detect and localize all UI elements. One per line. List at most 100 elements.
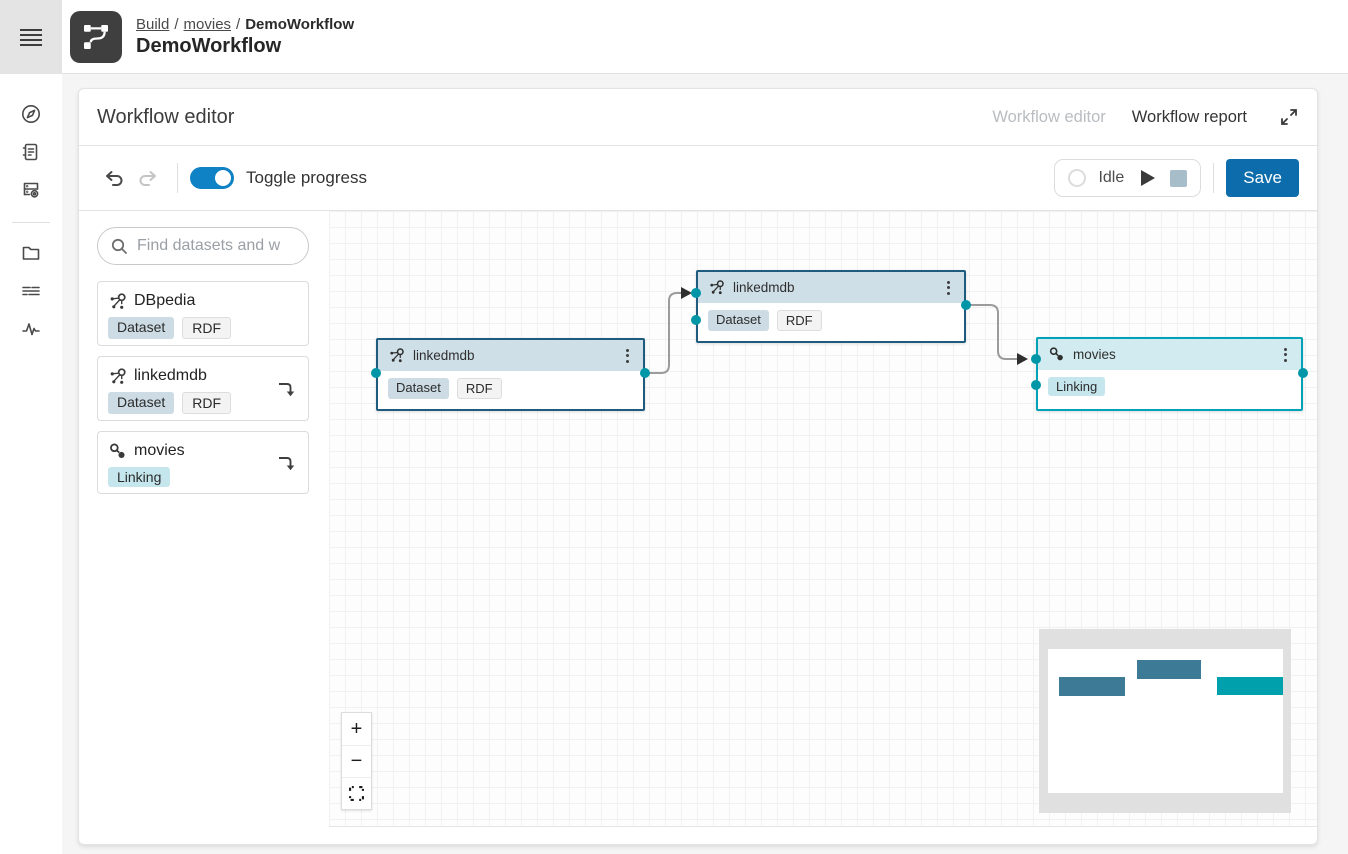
tag-linking: Linking: [1048, 377, 1105, 396]
insert-arrow-icon: [274, 378, 296, 400]
status-idle-icon: [1068, 169, 1086, 187]
redo-icon: [136, 166, 160, 190]
tab-workflow-report[interactable]: Workflow report: [1132, 108, 1247, 127]
breadcrumb-link-movies[interactable]: movies: [184, 16, 232, 33]
library-item-dbpedia[interactable]: DBpedia Dataset RDF: [97, 281, 309, 346]
input-port[interactable]: [1031, 380, 1041, 390]
minus-icon: −: [351, 750, 363, 773]
node-menu-button[interactable]: [622, 345, 633, 367]
workflow-body: DBpedia Dataset RDF: [79, 211, 1317, 844]
output-port[interactable]: [1298, 368, 1308, 378]
node-title: movies: [1073, 347, 1116, 362]
edge-arrowhead: [1017, 353, 1028, 365]
breadcrumb-separator: /: [236, 16, 240, 33]
task-library-panel: DBpedia Dataset RDF: [79, 211, 329, 844]
rail-item-activities[interactable]: [13, 311, 49, 347]
rail-item-projects[interactable]: [13, 235, 49, 271]
play-icon: [1136, 167, 1158, 189]
minimap-node: [1217, 677, 1283, 695]
menu-button[interactable]: [0, 0, 62, 74]
breadcrumb: Build/movies/DemoWorkflow: [136, 16, 354, 33]
node-header: movies: [1038, 339, 1301, 370]
hamburger-icon: [20, 29, 42, 46]
toolbar-right: Idle Save: [1054, 159, 1299, 197]
input-port[interactable]: [691, 288, 701, 298]
minimap-node: [1059, 677, 1125, 696]
library-item-title: DBpedia: [134, 292, 195, 310]
expand-fullscreen-button[interactable]: [1279, 107, 1299, 127]
input-port[interactable]: [691, 315, 701, 325]
task-list: DBpedia Dataset RDF: [97, 281, 311, 494]
node-title: linkedmdb: [733, 280, 795, 295]
compass-icon: [20, 103, 42, 125]
toggle-knob: [215, 170, 231, 186]
input-port[interactable]: [1031, 354, 1041, 364]
toggle-progress-switch[interactable]: [190, 167, 234, 189]
status-label: Idle: [1098, 169, 1124, 187]
output-port[interactable]: [961, 300, 971, 310]
dataset-icon: [108, 292, 127, 311]
linking-icon: [1048, 346, 1065, 363]
node-linkedmdb-1[interactable]: linkedmdb Dataset RDF: [376, 338, 645, 411]
database-view-icon: [20, 179, 42, 201]
search-icon: [110, 237, 129, 256]
jump-to-node-button[interactable]: [274, 378, 296, 400]
library-item-linkedmdb[interactable]: linkedmdb Dataset RDF: [97, 356, 309, 421]
zoom-in-button[interactable]: +: [342, 713, 371, 745]
card-header: Workflow editor Workflow editor Workflow…: [79, 89, 1317, 146]
node-menu-button[interactable]: [943, 277, 954, 299]
page-title: DemoWorkflow: [136, 35, 354, 58]
tab-workflow-editor[interactable]: Workflow editor: [992, 108, 1105, 127]
tag-rdf: RDF: [777, 310, 822, 331]
toolbar-divider: [177, 163, 178, 193]
rail-item-datasets[interactable]: [13, 172, 49, 208]
zoom-out-button[interactable]: −: [342, 745, 371, 777]
top-header: Build/movies/DemoWorkflow DemoWorkflow: [62, 0, 1348, 74]
tag-dataset: Dataset: [388, 378, 449, 399]
library-item-movies[interactable]: movies Linking: [97, 431, 309, 494]
library-item-title: linkedmdb: [134, 367, 207, 385]
dataset-icon: [388, 347, 405, 364]
minimap[interactable]: [1039, 629, 1291, 813]
minimap-node: [1137, 660, 1201, 679]
node-menu-button[interactable]: [1280, 344, 1291, 366]
edge-linkedmdb-to-linkedmdb: [647, 293, 681, 373]
rail-icon-list: [0, 74, 62, 349]
node-linkedmdb-2[interactable]: linkedmdb Dataset RDF: [696, 270, 966, 343]
stop-workflow-button[interactable]: [1170, 170, 1187, 187]
run-workflow-button[interactable]: [1136, 167, 1158, 189]
jump-to-node-button[interactable]: [274, 452, 296, 474]
rail-item-vocabularies[interactable]: [13, 134, 49, 170]
node-body: Dataset RDF: [698, 303, 964, 338]
node-body: Dataset RDF: [378, 371, 643, 406]
plus-icon: +: [351, 718, 363, 741]
workflow-canvas[interactable]: linkedmdb Dataset RDF: [329, 211, 1317, 827]
input-port[interactable]: [371, 368, 381, 378]
output-port[interactable]: [640, 368, 650, 378]
save-button[interactable]: Save: [1226, 159, 1299, 197]
breadcrumb-link-build[interactable]: Build: [136, 16, 169, 33]
fit-view-button[interactable]: [342, 777, 371, 809]
node-movies[interactable]: movies Linking: [1036, 337, 1303, 411]
rail-item-explore[interactable]: [13, 96, 49, 132]
tag-rdf: RDF: [457, 378, 502, 399]
node-title: linkedmdb: [413, 348, 475, 363]
dataset-icon: [708, 279, 725, 296]
node-body: Linking: [1038, 370, 1301, 403]
dataset-icon: [108, 367, 127, 386]
search-box: [97, 227, 309, 265]
open-in-full-icon: [1279, 107, 1299, 127]
search-input[interactable]: [137, 237, 287, 255]
undo-button[interactable]: [97, 161, 131, 195]
tag-rdf: RDF: [182, 317, 231, 339]
library-item-title: movies: [134, 442, 185, 460]
list-lines-icon: [20, 280, 42, 302]
folder-icon: [20, 242, 42, 264]
app-rail: [0, 0, 62, 854]
rail-item-queries[interactable]: [13, 273, 49, 309]
notebook-icon: [20, 141, 42, 163]
redo-button[interactable]: [131, 161, 165, 195]
tag-rdf: RDF: [182, 392, 231, 414]
node-header: linkedmdb: [698, 272, 964, 303]
breadcrumb-separator: /: [174, 16, 178, 33]
